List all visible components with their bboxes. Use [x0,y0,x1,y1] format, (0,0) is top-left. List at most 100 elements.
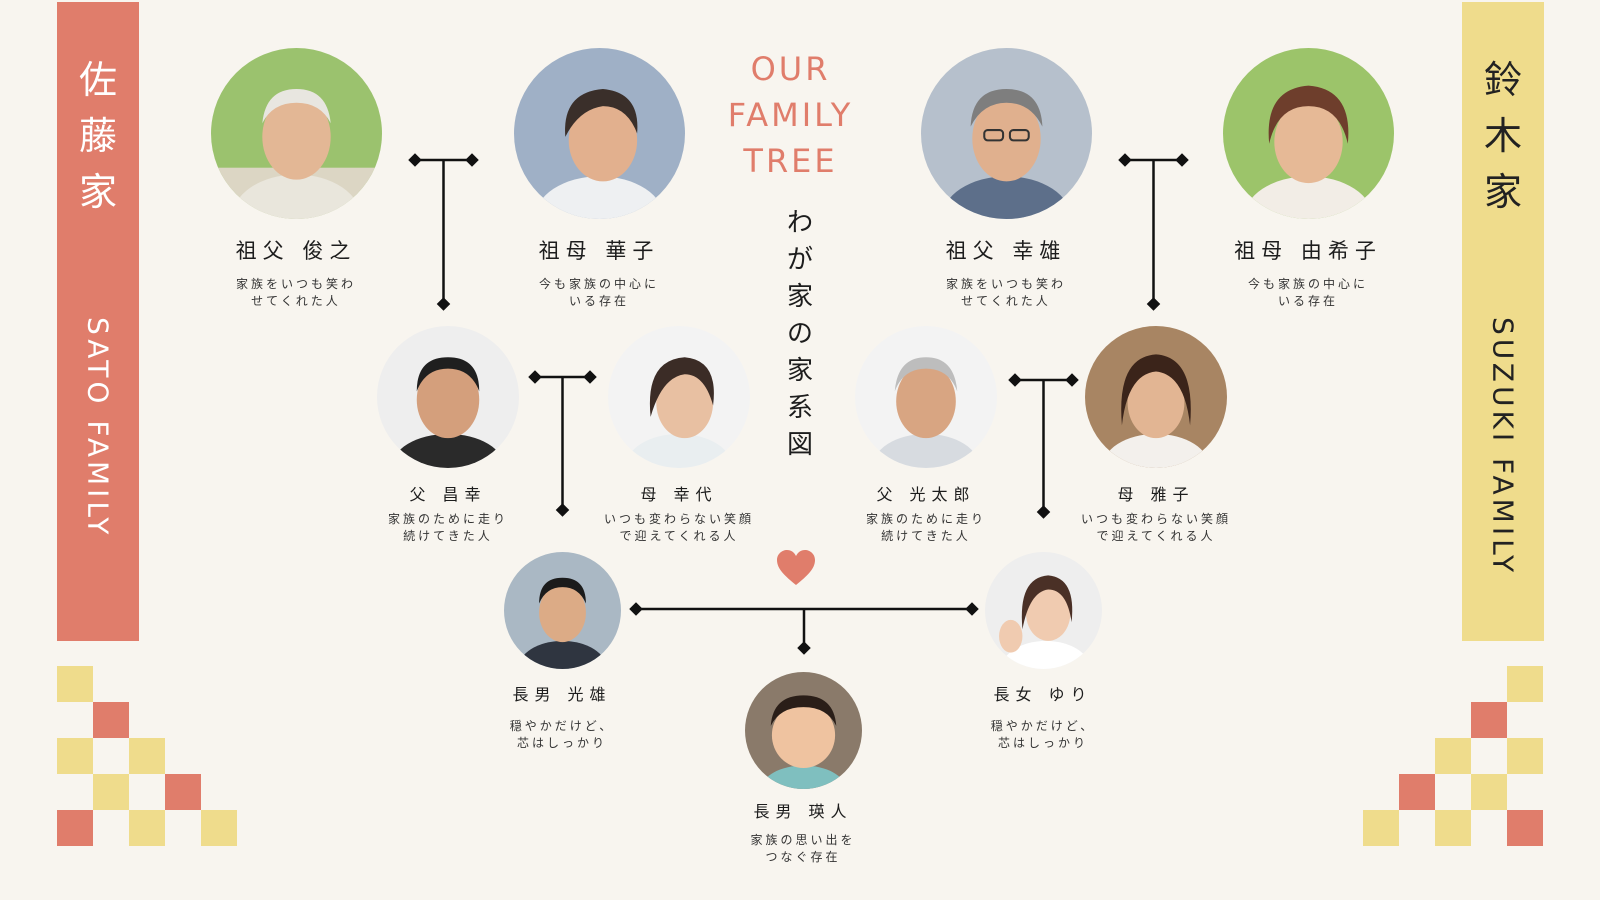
subtitle-char: 系 [786,393,813,423]
young-woman-waving-portrait-icon [985,552,1102,669]
elderly-man-glasses-portrait-icon [921,48,1092,219]
connector-node [1008,373,1022,387]
checker-tile [93,702,129,738]
suzuki-kanji-3: 家 [1483,170,1522,214]
sato-mother-name: 母 幸代 [640,485,718,504]
page-subtitle-vertical: わ が 家 の 家 系 図 [780,205,820,464]
sato-father-photo [377,326,519,468]
connector-node [555,503,570,517]
subtitle-char: 家 [786,282,813,312]
suzuki-family-kanji: 鈴 木 家 [1462,52,1544,220]
suzuki-grandmother-desc: 今も家族の中心に いる存在 [1247,277,1368,308]
suzuki-grandfather-photo [921,48,1092,219]
middle-aged-man-portrait-icon [377,326,519,468]
sato-grandmother-desc: 今も家族の中心に いる存在 [538,277,659,308]
suzuki-father-desc: 家族のために走り 続けてきた人 [865,512,986,543]
son-photo [504,552,621,669]
sato-family-english: SATO FAMILY [81,317,115,539]
suzuki-mother-name: 母 雅子 [1117,485,1195,504]
connector-node [583,370,597,384]
heart-icon [777,550,815,585]
connector-node [1175,153,1189,167]
sato-family-banner: 佐 藤 家 SATO FAMILY [57,2,139,641]
elderly-woman-portrait-icon [1223,48,1394,219]
suzuki-grandfather-name: 祖父 幸雄 [945,239,1067,263]
checker-tile [57,810,93,846]
son-name: 長男 光雄 [512,685,612,704]
subtitle-char: の [786,319,813,349]
checker-tile [129,810,165,846]
sato-grandfather-name: 祖父 俊之 [235,239,357,263]
sato-grandmother-name: 祖母 華子 [538,239,660,263]
suzuki-mother-desc: いつも変わらない笑顔 で迎えてくれる人 [1080,512,1231,543]
checker-tile [129,738,165,774]
sato-grandfather-photo [211,48,382,219]
connector-node [408,153,422,167]
connector-node [1036,505,1051,519]
grandchild-photo [745,672,862,789]
checker-tile [57,738,93,774]
sato-mother-desc: いつも変わらない笑顔 で迎えてくれる人 [603,512,754,543]
checker-tile [165,774,201,810]
toddler-portrait-icon [745,672,862,789]
elderly-man-portrait-icon [211,48,382,219]
middle-aged-man-portrait-icon [855,326,997,468]
middle-aged-woman-portrait-icon [608,326,750,468]
page-title: OUR FAMILY TREE [718,46,863,184]
suzuki-grandfather-desc: 家族をいつも笑わ せてくれた人 [945,277,1066,308]
connector-node [1118,153,1132,167]
sato-mother-photo [608,326,750,468]
checker-tile [1399,774,1435,810]
connector-node [797,641,811,655]
sato-father-desc: 家族のために走り 続けてきた人 [387,512,508,543]
connector-node [629,602,643,616]
title-line-1: OUR [750,50,831,88]
sato-kanji-1: 佐 [78,58,117,102]
connector-node [1065,373,1079,387]
connector-node [965,602,979,616]
sato-father-name: 父 昌幸 [409,485,487,504]
daughter-photo [985,552,1102,669]
sato-grandmother-photo [514,48,685,219]
sato-family-kanji: 佐 藤 家 [57,52,139,220]
sato-kanji-2: 藤 [78,114,117,158]
suzuki-kanji-2: 木 [1483,114,1522,158]
connector-node [528,370,542,384]
suzuki-father-name: 父 光太郎 [876,485,976,504]
checker-tile [1471,774,1507,810]
subtitle-char: が [786,245,813,275]
young-man-portrait-icon [504,552,621,669]
elderly-woman-portrait-icon [514,48,685,219]
connector-node [436,297,451,311]
sato-grandfather-desc: 家族をいつも笑わ せてくれた人 [235,277,356,308]
middle-aged-woman-portrait-icon [1085,326,1227,468]
suzuki-grandmother-name: 祖母 由希子 [1234,239,1382,263]
sato-kanji-3: 家 [78,170,117,214]
connector-node [1146,297,1161,311]
title-line-2: FAMILY [727,96,854,134]
suzuki-family-english: SUZUKI FAMILY [1486,317,1520,577]
connector-node [465,153,479,167]
suzuki-father-photo [855,326,997,468]
checker-tile [1435,738,1471,774]
checker-tile [1363,810,1399,846]
subtitle-char: 家 [786,356,813,386]
daughter-name: 長女 ゆり [993,685,1093,704]
subtitle-char: 図 [786,430,813,460]
checker-tile [57,666,93,702]
checker-tile [93,774,129,810]
subtitle-char: わ [786,208,813,238]
checker-tile [1507,738,1543,774]
checker-tile [1507,810,1543,846]
grandchild-desc: 家族の思い出を つなぐ存在 [750,833,856,864]
suzuki-grandmother-photo [1223,48,1394,219]
son-desc: 穏やかだけど、 芯はしっかり [509,719,615,750]
suzuki-mother-photo [1085,326,1227,468]
checker-tile [1471,702,1507,738]
daughter-desc: 穏やかだけど、 芯はしっかり [990,719,1096,750]
title-line-3: TREE [743,142,838,180]
grandchild-name: 長男 瑛人 [753,802,853,821]
suzuki-kanji-1: 鈴 [1483,58,1522,102]
checker-tile [201,810,237,846]
